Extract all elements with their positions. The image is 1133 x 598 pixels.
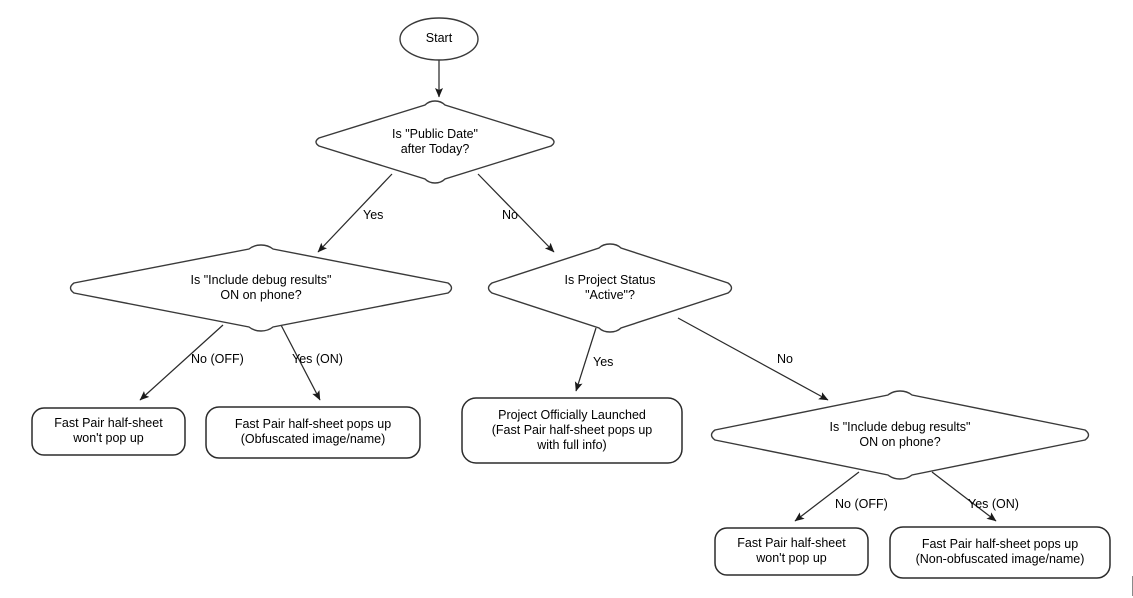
edge-project-status-no (677, 317, 829, 401)
node-start-shape[interactable] (399, 17, 479, 61)
edge-label-public-date-no: No (502, 208, 518, 222)
edge-label-project-status-no: No (777, 352, 793, 366)
node-result-launched-shape[interactable] (461, 397, 683, 464)
node-public-date-shape[interactable] (315, 100, 555, 184)
edge-debug-right-on (931, 471, 997, 522)
node-result-right-off-shape[interactable] (714, 527, 869, 576)
node-debug-left-shape[interactable] (69, 244, 453, 332)
edge-debug-right-off (794, 471, 860, 522)
node-result-right-on-shape[interactable] (889, 526, 1111, 579)
edge-public-date-no (477, 173, 555, 253)
edge-public-date-yes (317, 173, 393, 253)
edge-group (139, 60, 997, 522)
edge-label-debug-right-off: No (OFF) (835, 497, 888, 511)
edge-label-debug-left-off: No (OFF) (191, 352, 244, 366)
node-result-left-on-shape[interactable] (205, 406, 421, 459)
edge-label-public-date-yes: Yes (363, 208, 384, 222)
edge-project-status-yes (574, 327, 597, 392)
edge-debug-left-on (280, 324, 321, 401)
edge-label-project-status-yes: Yes (593, 355, 614, 369)
node-result-left-off-shape[interactable] (31, 407, 186, 456)
edge-debug-left-off (139, 324, 224, 401)
edge-label-debug-right-on: Yes (ON) (968, 497, 1019, 511)
node-project-status-shape[interactable] (487, 243, 733, 333)
node-debug-right-shape[interactable] (710, 390, 1090, 480)
edge-label-debug-left-on: Yes (ON) (292, 352, 343, 366)
